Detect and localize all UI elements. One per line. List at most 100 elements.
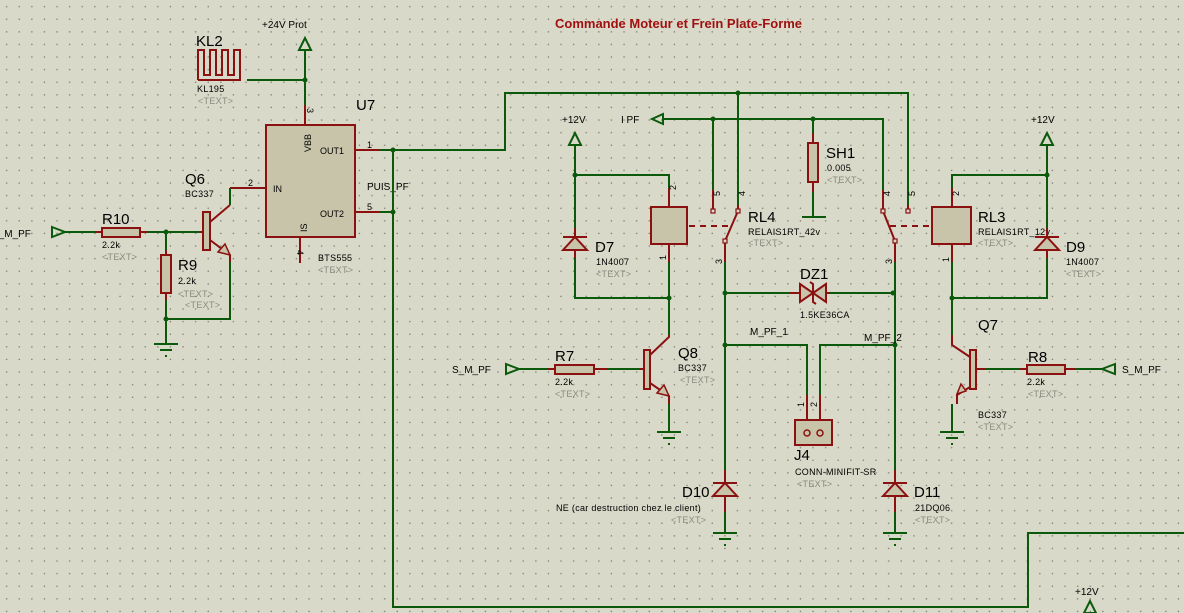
diode-d10[interactable]: D10 NE (car destruction chez le client) … [556,470,740,525]
net-label-puis-pf: PUIS_PF [367,182,409,193]
connector-j4[interactable]: 1 2 J4 CONN-MINIFIT-SR <TEXT> [794,395,877,489]
q8-value: BC337 [678,363,707,373]
wire [380,92,1184,608]
ic-u7[interactable]: U7 VBB OUT1 OUT2 IN IS 3 1 5 2 4 BTS555 … [230,97,380,275]
junction [722,342,728,348]
rl3-pin-1: 1 [941,257,951,262]
u7-pin-5: 5 [367,202,372,212]
junction [302,77,308,83]
d11-text: <TEXT> [915,515,950,525]
junction [163,316,169,322]
r7-value: 2.2k [555,377,573,387]
wire [951,145,1048,432]
r9-ref: R9 [178,257,197,274]
diode-d7[interactable]: D7 1N4007 <TEXT> [560,228,631,279]
net-label-m-pf-2: M_PF_2 [864,333,902,344]
transistor-q6[interactable]: Q6 BC337 [185,171,232,262]
diode-d11[interactable]: D11 21DQ06 <TEXT> [880,470,950,525]
j4-pin-1: 1 [796,402,806,407]
junction [390,209,396,215]
rl4-text: <TEXT> [748,238,783,248]
net-label-m-pf-1: M_PF_1 [750,327,788,338]
u7-pin-is: IS [299,223,309,232]
u7-ref: U7 [356,97,375,114]
d11-ref: D11 [914,484,940,501]
resistor-r10[interactable]: R10 2.2k <TEXT> [95,211,148,262]
resistor-r9[interactable]: R9 2.2k <TEXT> <TEXT> [160,250,220,310]
net-label-s-m-pf-left: S_M_PF [452,365,491,376]
u7-pin-1: 1 [367,140,372,150]
rl4-value: RELAIS1RT_42v [748,227,820,237]
sh1-ref: SH1 [826,145,855,162]
u7-pin-3: 3 [305,108,315,113]
resistor-r7[interactable]: R7 2.2k <TEXT> [548,348,607,399]
junction [1044,172,1050,178]
d11-value: 21DQ06 [915,503,950,513]
r7-text: <TEXT> [555,389,590,399]
shunt-sh1[interactable]: SH1 0.005 <TEXT> [802,133,862,218]
net-label-p-m-pf: P_M_PF [0,229,31,240]
kl2-text: <TEXT> [198,96,233,106]
u7-value: BTS555 [318,253,352,263]
r8-ref: R8 [1028,349,1047,366]
transistor-q7[interactable]: Q7 BC337 <TEXT> [951,317,1013,432]
net-label-24v: +24V Prot [262,20,307,31]
rl3-ref: RL3 [978,209,1006,226]
r7-ref: R7 [555,348,574,365]
junction [572,172,578,178]
q6-ref: Q6 [185,171,205,188]
j4-text: <TEXT> [797,479,832,489]
rl3-pin-3: 3 [884,259,894,264]
d9-text: <TEXT> [1066,269,1101,279]
net-label-s-m-pf-right: S_M_PF [1122,365,1161,376]
input-port-s-m-pf-right[interactable] [1099,362,1116,376]
input-port-p-m-pf[interactable] [51,225,68,239]
q8-text: <TEXT> [680,375,715,385]
heatsink-kl2: KL2 KL195 <TEXT> [196,33,241,106]
tvs-diode-dz1[interactable]: DZ1 1.5KE36CA [790,266,850,320]
r9-text-2: <TEXT> [185,300,220,310]
diode-d9[interactable]: D9 1N4007 <TEXT> [1032,228,1101,279]
relay-rl4[interactable]: 2 1 5 4 3 RL4 RELAIS1RT_42v <TEXT> [650,185,820,264]
d9-ref: D9 [1066,239,1085,256]
wire [519,368,670,432]
r9-value: 2.2k [178,276,196,286]
junction [722,290,728,296]
u7-pin-out2: OUT2 [320,209,344,219]
rl4-pin-3: 3 [714,259,724,264]
q8-ref: Q8 [678,345,698,362]
junction [390,147,396,153]
rl3-pin-2: 2 [951,191,961,196]
r8-value: 2.2k [1027,377,1045,387]
d7-value: 1N4007 [596,257,629,267]
junction [810,116,816,122]
net-label-12v-left: +12V [562,115,586,126]
r9-text: <TEXT> [178,289,213,299]
net-label-12v-bottom: +12V [1075,587,1099,598]
junction [890,290,896,296]
junction [710,116,716,122]
u7-pin-vbb: VBB [303,134,313,152]
r10-text: <TEXT> [102,252,137,262]
rl4-ref: RL4 [748,209,776,226]
rl4-pin-2: 2 [668,185,678,190]
input-port-s-m-pf-left[interactable] [505,362,522,376]
r10-ref: R10 [102,211,130,228]
q6-value: BC337 [185,189,214,199]
r10-value: 2.2k [102,240,120,250]
rl3-pin-5: 5 [907,191,917,196]
transistor-q8[interactable]: Q8 BC337 <TEXT> [640,335,715,404]
wire [724,262,896,533]
junction [949,295,955,301]
dz1-value: 1.5KE36CA [800,310,850,320]
relay-rl3[interactable]: 4 5 3 2 1 RL3 RELAIS1RT_12v <TEXT> [880,188,1050,264]
u7-pin-in: IN [273,184,282,194]
net-label-12v-right: +12V [1031,115,1055,126]
junction [892,342,898,348]
d10-value: NE (car destruction chez le client) [556,503,701,513]
resistor-r8[interactable]: R8 2.2k <TEXT> [1020,349,1075,399]
rl4-pin-1: 1 [658,255,668,260]
q7-value: BC337 [978,410,1007,420]
